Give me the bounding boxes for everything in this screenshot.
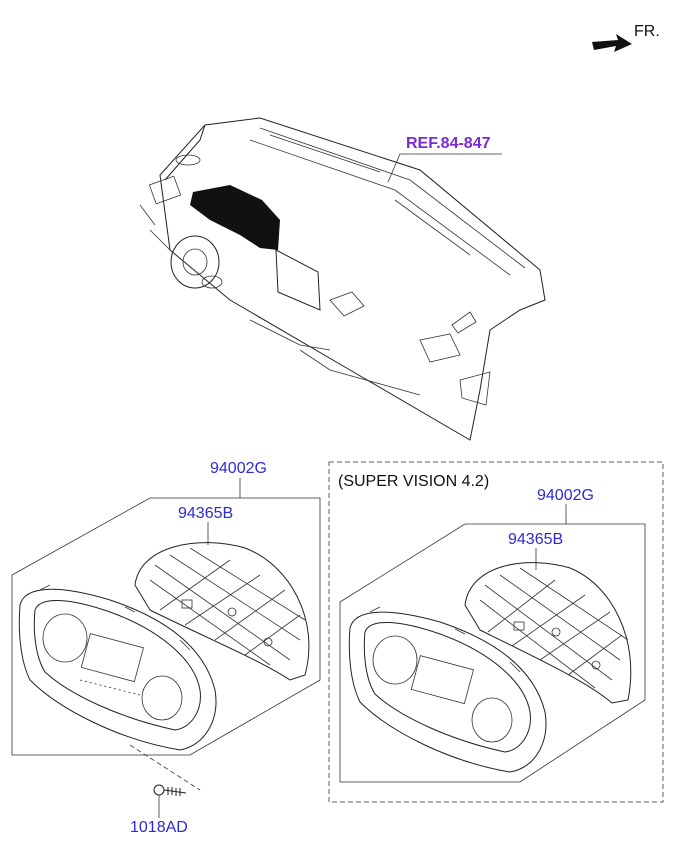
- assembly-label-left: 94002G: [210, 460, 267, 477]
- front-label: FR.: [634, 23, 660, 40]
- assembly-outline-left: [11, 497, 321, 756]
- variant-box: [328, 461, 664, 803]
- cover-label-right: 94365B: [508, 531, 563, 548]
- instrument-cluster-left: [18, 584, 217, 751]
- cover-label-left: 94365B: [178, 505, 233, 522]
- variant-label: (SUPER VISION 4.2): [338, 473, 489, 490]
- assembly-label-right: 94002G: [537, 487, 594, 504]
- cluster-cover-right: [464, 562, 632, 704]
- assembly-outline-right: [339, 523, 646, 783]
- screw-label: 1018AD: [130, 819, 188, 836]
- screw-icon: [153, 784, 187, 796]
- dashboard-illustration: [139, 117, 546, 441]
- cluster-cover-left: [134, 542, 310, 681]
- instrument-cluster-right: [348, 606, 547, 773]
- reference-label: REF.84-847: [406, 135, 491, 152]
- front-direction-arrow-icon: [592, 34, 632, 52]
